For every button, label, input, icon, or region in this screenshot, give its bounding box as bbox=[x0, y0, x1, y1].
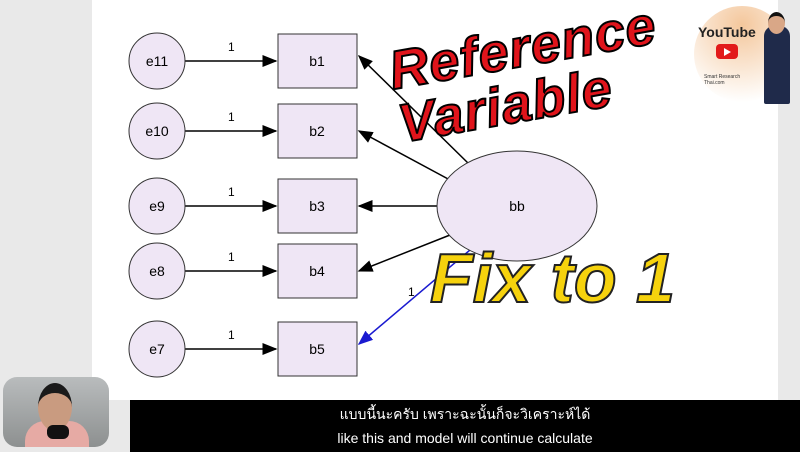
error-node bbox=[128, 32, 186, 90]
error-node-label: e7 bbox=[149, 341, 165, 357]
error-node-label: e8 bbox=[149, 263, 165, 279]
channel-logo: YouTube Smart Research Thai.com bbox=[690, 2, 798, 106]
latent-node bbox=[436, 150, 598, 262]
error-node bbox=[128, 320, 186, 378]
indicator-node-label: b5 bbox=[309, 341, 325, 357]
indicator-node-label: b4 bbox=[309, 263, 325, 279]
path-label: 1 bbox=[228, 250, 235, 264]
fixed-loading-path bbox=[357, 249, 471, 345]
path-label: 1 bbox=[228, 328, 235, 342]
fixed-loading-label: 1 bbox=[408, 285, 415, 299]
subtitle-bar: แบบนี้นะครับ เพราะฉะนั้นก็จะวิเคราะห์ได้… bbox=[130, 400, 800, 452]
presenter-figure bbox=[764, 26, 790, 104]
indicator-node bbox=[277, 33, 358, 89]
indicator-node bbox=[277, 178, 358, 234]
youtube-label: YouTube bbox=[698, 24, 756, 40]
indicator-node bbox=[277, 321, 358, 377]
error-node-label: e11 bbox=[146, 53, 169, 69]
path-label: 1 bbox=[228, 110, 235, 124]
error-node bbox=[128, 102, 186, 160]
path-label: 1 bbox=[228, 40, 235, 54]
indicator-node-label: b2 bbox=[309, 123, 325, 139]
play-icon bbox=[716, 44, 738, 59]
slide bbox=[92, 0, 778, 400]
sem-diagram: 1 e11 b1 1 e10 b2 1 e9 b3 1 e8 b4 1 e7 b5 1 bb bbox=[128, 32, 598, 378]
indicator-node-label: b3 bbox=[309, 198, 325, 214]
latent-node-label: bb bbox=[509, 198, 525, 214]
subtitle-english: like this and model will continue calcul… bbox=[337, 430, 593, 446]
error-node bbox=[128, 177, 186, 235]
loading-path bbox=[357, 234, 451, 272]
path-label: 1 bbox=[228, 185, 235, 199]
loading-path bbox=[357, 54, 471, 166]
indicator-node bbox=[277, 103, 358, 159]
error-node-label: e9 bbox=[149, 198, 165, 214]
webcam-presenter bbox=[3, 377, 109, 447]
indicator-node-label: b1 bbox=[309, 53, 325, 69]
error-node-label: e10 bbox=[145, 123, 169, 139]
fix-to-1-caption: Fix to 1 bbox=[429, 238, 676, 318]
loading-path bbox=[357, 130, 451, 181]
subtitle-thai: แบบนี้นะครับ เพราะฉะนั้นก็จะวิเคราะห์ได้ bbox=[339, 406, 591, 422]
error-node bbox=[128, 242, 186, 300]
indicator-node bbox=[277, 243, 358, 299]
brand-label: Smart Research Thai.com bbox=[704, 74, 741, 86]
